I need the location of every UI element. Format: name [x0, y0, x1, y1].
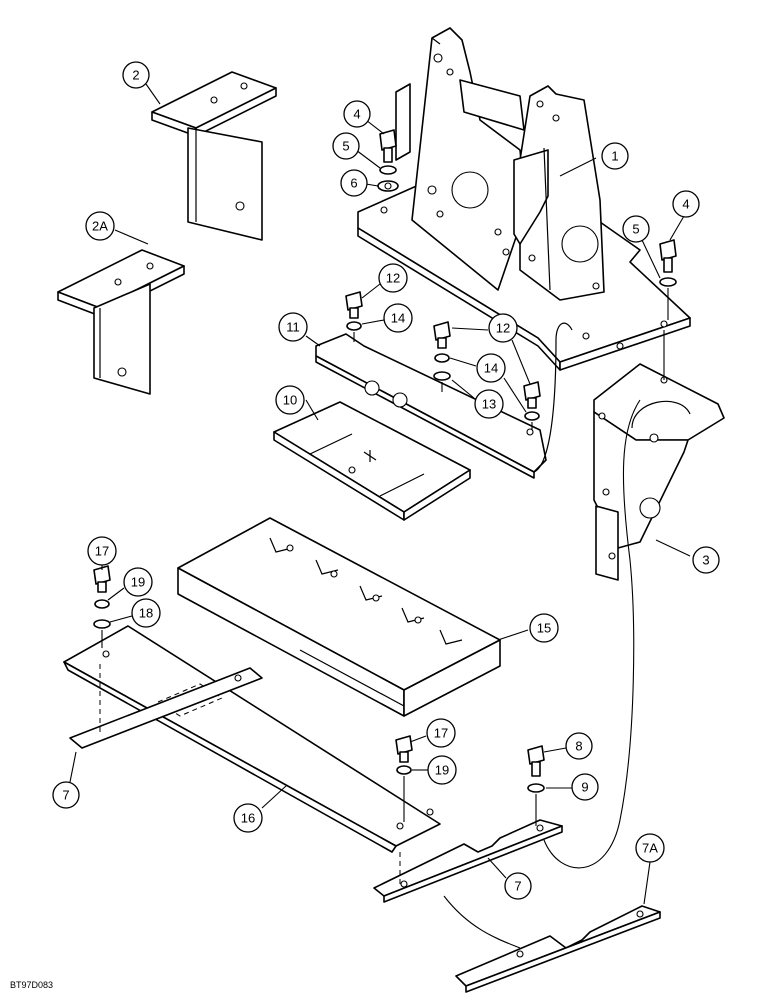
callout-19a: 19: [107, 567, 153, 601]
svg-text:19: 19: [435, 763, 449, 778]
callout-7b-lower: 7: [487, 857, 532, 900]
washer-19b: [396, 765, 412, 775]
callout-8: 8: [543, 732, 593, 760]
callout-5b: 5: [622, 215, 661, 279]
svg-text:13: 13: [482, 397, 496, 412]
callout-14b: 14: [449, 353, 527, 413]
bolt-4b: [659, 239, 677, 273]
svg-text:7A: 7A: [642, 841, 658, 856]
callout-15: 15: [497, 613, 559, 643]
washer-18: [93, 619, 111, 629]
bolt-12c: [523, 381, 541, 409]
svg-text:4: 4: [682, 197, 689, 212]
callout-4a: 4: [343, 100, 385, 135]
svg-text:11: 11: [286, 320, 300, 335]
washer-14b: [434, 353, 450, 363]
svg-text:17: 17: [95, 544, 109, 559]
svg-text:18: 18: [139, 606, 153, 621]
callout-3: 3: [655, 539, 720, 574]
callout-2a: 2A: [85, 211, 149, 245]
washer-5b: [659, 277, 677, 287]
callout-16: 16: [233, 785, 287, 833]
svg-text:2A: 2A: [92, 219, 108, 234]
callout-10: 10: [275, 385, 319, 421]
callouts: 1 2 2A 3 4 4 5: [52, 61, 720, 905]
svg-text:4: 4: [353, 107, 360, 122]
svg-text:6: 6: [350, 176, 357, 191]
callout-17b: 17: [409, 718, 456, 748]
svg-text:16: 16: [241, 811, 255, 826]
callout-2: 2: [122, 61, 161, 105]
washer-5a: [379, 165, 397, 175]
bolt-17a: [93, 565, 111, 593]
callout-11: 11: [278, 312, 321, 347]
bracket-plate-11: [315, 322, 573, 479]
bolt-12a: [345, 291, 363, 319]
svg-text:14: 14: [391, 311, 405, 326]
bolt-12b: [433, 321, 451, 349]
svg-text:5: 5: [342, 139, 349, 154]
hardware: [93, 129, 677, 949]
svg-text:10: 10: [283, 393, 297, 408]
main-frame-1: [357, 27, 691, 371]
washer-9: [527, 783, 545, 793]
support-bracket-3: [593, 363, 725, 581]
bolt-17b: [395, 735, 413, 763]
block-15: [177, 517, 501, 717]
bolt-8: [527, 745, 545, 777]
washer-13a: [433, 371, 451, 381]
svg-text:1: 1: [611, 149, 618, 164]
callout-9: 9: [546, 773, 599, 801]
strap-7-lower: [373, 819, 563, 903]
callout-6: 6: [340, 169, 379, 197]
svg-text:2: 2: [132, 68, 139, 83]
washer-19a: [94, 599, 110, 609]
svg-text:15: 15: [537, 621, 551, 636]
svg-text:5: 5: [632, 222, 639, 237]
washer-14a: [346, 321, 362, 331]
svg-text:12: 12: [386, 271, 400, 286]
svg-text:3: 3: [702, 553, 709, 568]
svg-text:8: 8: [575, 739, 582, 754]
svg-text:7: 7: [514, 879, 521, 894]
callout-5a: 5: [332, 132, 381, 169]
svg-text:19: 19: [131, 575, 145, 590]
callout-12a: 12: [361, 263, 408, 299]
callout-18: 18: [109, 598, 161, 628]
svg-text:7: 7: [62, 788, 69, 803]
bracket-2: [151, 71, 277, 241]
callout-13: 13: [451, 379, 504, 419]
bracket-2a: [57, 249, 185, 395]
strap-7a: [455, 905, 661, 993]
callout-14a: 14: [361, 303, 413, 333]
drawing-code: BT97D083: [10, 980, 53, 990]
svg-text:14: 14: [484, 361, 498, 376]
callout-12b: 12: [451, 313, 531, 385]
svg-text:17: 17: [434, 726, 448, 741]
pad-10: [273, 401, 471, 521]
svg-text:9: 9: [581, 780, 588, 795]
callout-1: 1: [559, 142, 629, 177]
bolt-4a: [379, 129, 397, 163]
callout-7a-left: 7: [52, 751, 80, 809]
strap-7-left: [69, 664, 263, 749]
washer-14c: [524, 411, 540, 421]
svg-text:12: 12: [496, 321, 510, 336]
callout-17a: 17: [87, 536, 117, 570]
callout-4b: 4: [669, 190, 700, 241]
callout-7a: 7A: [635, 833, 665, 905]
callout-19b: 19: [412, 755, 457, 785]
